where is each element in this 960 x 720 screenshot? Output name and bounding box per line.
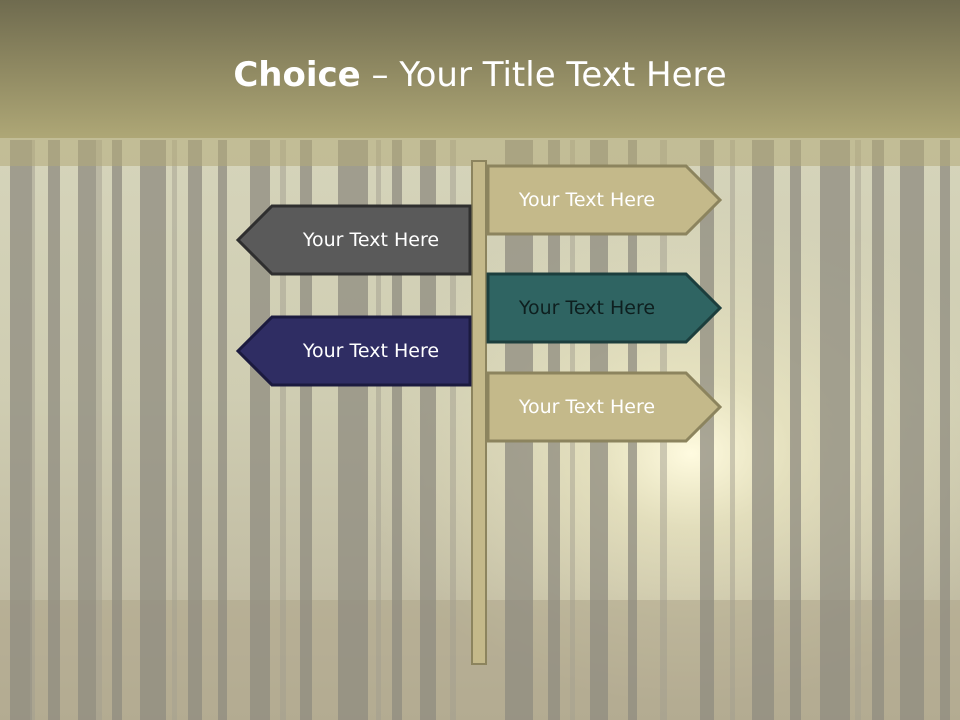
- title-bold: Choice: [233, 55, 361, 95]
- sign-label-1: Your Text Here: [518, 189, 656, 211]
- slide-title: Choice – Your Title Text Here: [0, 52, 960, 98]
- sign-label-3: Your Text Here: [518, 297, 656, 319]
- sign-arrow-left-2[interactable]: [235, 315, 472, 387]
- sign-arrow-right-1[interactable]: [486, 164, 723, 236]
- sign-arrow-right-2[interactable]: [486, 272, 723, 344]
- signpost-pole: [471, 160, 487, 665]
- title-band: [0, 0, 960, 138]
- sign-label-2: Your Text Here: [302, 229, 440, 251]
- sign-label-4: Your Text Here: [302, 340, 440, 362]
- sign-arrow-left-1[interactable]: [235, 204, 472, 276]
- title-rest: – Your Title Text Here: [360, 55, 727, 95]
- sign-arrow-right-3[interactable]: [486, 371, 723, 443]
- sign-label-5: Your Text Here: [518, 396, 656, 418]
